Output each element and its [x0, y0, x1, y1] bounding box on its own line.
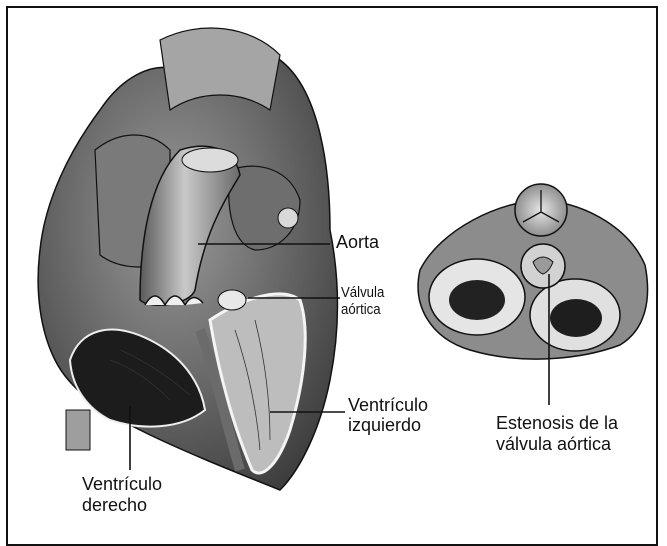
label-ventriculo-derecho-line2: derecho	[82, 496, 147, 515]
small-vessel	[278, 208, 298, 228]
label-estenosis-line1: Estenosis de la	[496, 414, 618, 433]
label-estenosis-line2: válvula aórtica	[496, 435, 611, 454]
label-ventriculo-izquierdo-line2: izquierdo	[348, 416, 421, 435]
heart-cross-section	[38, 28, 337, 490]
label-ventriculo-derecho-line1: Ventrículo	[82, 475, 162, 494]
label-aorta: Aorta	[336, 233, 379, 252]
inferior-vessel	[66, 410, 90, 450]
label-valvula-aortica-line2: aórtica	[341, 302, 381, 318]
valve-top-view	[418, 184, 647, 359]
label-valvula-aortica-line1: Válvula	[341, 285, 384, 301]
aorta-opening	[182, 148, 238, 172]
label-ventriculo-izquierdo-line1: Ventrículo	[348, 396, 428, 415]
